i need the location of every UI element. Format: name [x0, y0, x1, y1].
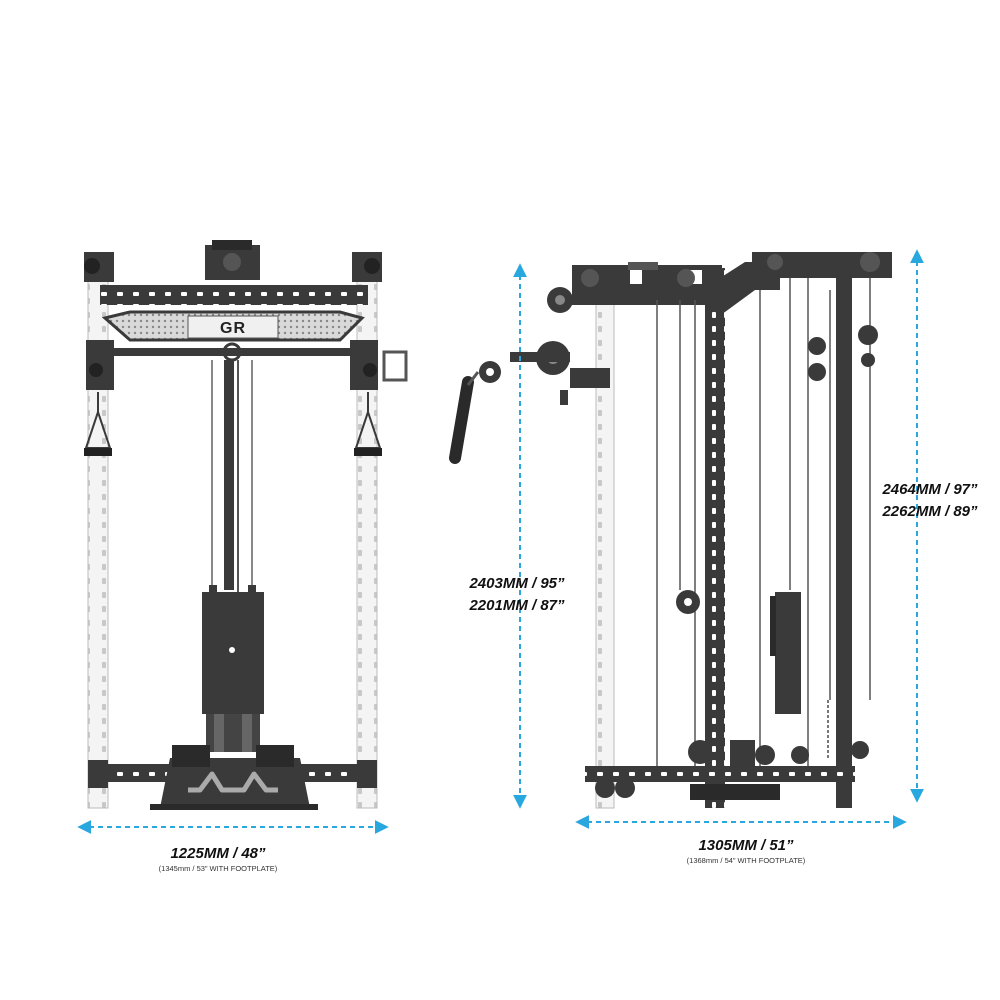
front-side-carriages	[86, 340, 408, 390]
side-weight-stack	[775, 592, 801, 714]
side-view	[449, 252, 892, 809]
side-height-right-dimension: 2464MM / 97” 2262MM / 89”	[881, 249, 978, 803]
side-footplate	[690, 784, 780, 800]
front-width-label: 1225MM / 48”	[170, 845, 266, 862]
logo-plate	[187, 315, 279, 339]
side-depth-sublabel: (1368mm / 54” WITH FOOTPLATE)	[687, 856, 806, 865]
front-top-crossbeam	[100, 285, 368, 305]
side-height-left-label1: 2403MM / 95”	[468, 575, 565, 592]
side-depth-dimension: 1305MM / 51” (1368mm / 54” WITH FOOTPLAT…	[575, 815, 907, 865]
front-view: GR	[84, 240, 408, 810]
top-corner-pulleys	[84, 252, 382, 282]
logo-text: GR	[220, 320, 246, 337]
front-weight-stack	[202, 592, 264, 714]
side-cables	[656, 278, 871, 770]
center-column	[224, 360, 234, 590]
side-height-left-dimension: 2403MM / 95” 2201MM / 87”	[468, 263, 565, 809]
side-front-upright	[595, 267, 615, 809]
front-footplate	[160, 758, 310, 808]
side-rear-upright	[836, 270, 852, 808]
side-depth-label: 1305MM / 51”	[698, 837, 794, 854]
side-height-right-label2: 2262MM / 89”	[881, 503, 978, 520]
side-handle	[449, 376, 474, 464]
ez-curl-bar	[188, 771, 278, 793]
side-height-right-label1: 2464MM / 97”	[881, 481, 978, 498]
side-height-left-label2: 2201MM / 87”	[468, 597, 565, 614]
front-width-sublabel: (1345mm / 53” WITH FOOTPLATE)	[159, 864, 278, 873]
side-lower-beam	[585, 766, 855, 782]
side-dark-upright	[705, 268, 725, 808]
side-arm-pivots	[479, 287, 610, 405]
front-width-dimension: 1225MM / 48” (1345mm / 53” WITH FOOTPLAT…	[77, 820, 389, 873]
